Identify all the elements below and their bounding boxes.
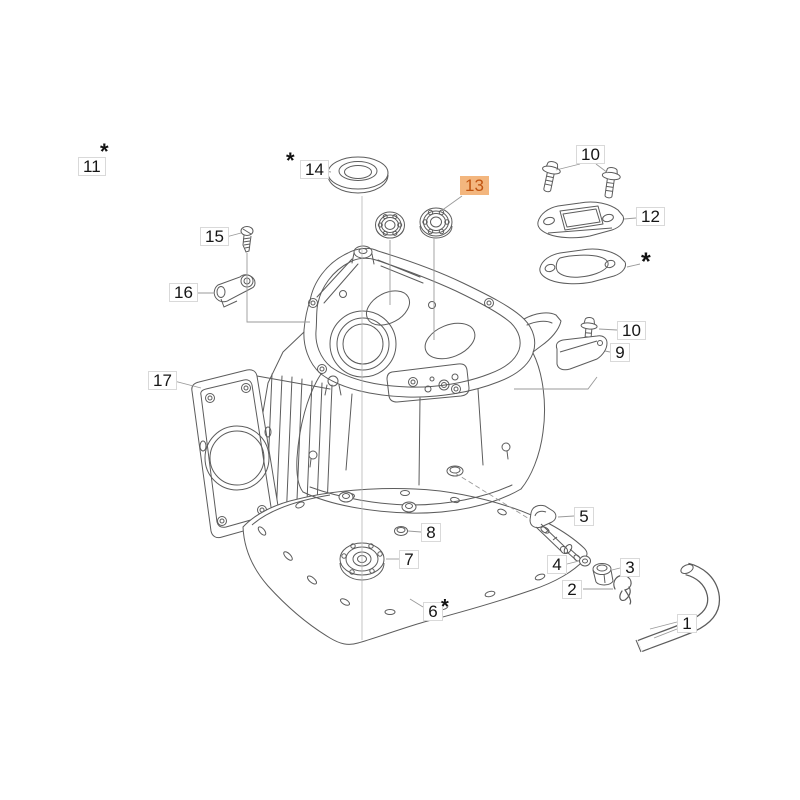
crankcase-top-flange [303, 245, 562, 403]
flange-bolt-a [542, 161, 561, 193]
flange-bolt-c [580, 317, 598, 345]
screw-part [240, 226, 254, 253]
callout-11[interactable]: 11 [78, 157, 106, 176]
oil-seal-part [327, 156, 389, 194]
rod-washer-part [566, 548, 591, 567]
asterisk-marker-11: * [100, 139, 109, 164]
bushing-part [592, 563, 614, 586]
gasket-star-part [539, 248, 626, 285]
callout-15[interactable]: 15 [200, 227, 229, 246]
callout-2[interactable]: 2 [562, 580, 582, 599]
callout-5[interactable]: 5 [574, 507, 594, 526]
callout-6[interactable]: 6 [423, 602, 443, 621]
leader-lines [173, 163, 678, 639]
dipstick-part [529, 504, 569, 555]
callout-10-right[interactable]: 10 [617, 321, 646, 340]
crankcase-body [262, 331, 545, 493]
callout-4[interactable]: 4 [547, 555, 567, 574]
asterisk-marker-14: * [286, 148, 295, 173]
drain-plug-part [394, 526, 408, 536]
callout-17[interactable]: 17 [148, 371, 177, 390]
callout-9[interactable]: 9 [610, 343, 630, 362]
flange-bolt-b [601, 167, 621, 199]
callout-8[interactable]: 8 [421, 523, 441, 542]
cotter-pin-part [613, 574, 632, 605]
callout-7[interactable]: 7 [399, 550, 419, 569]
callout-10-top[interactable]: 10 [576, 145, 605, 164]
breather-tube-part [635, 562, 721, 653]
asterisk-marker-6: * [441, 596, 449, 618]
callout-14[interactable]: 14 [300, 160, 329, 179]
bearing-13-part [419, 207, 453, 239]
asterisk-marker-gasket: * [641, 248, 651, 276]
callout-16[interactable]: 16 [169, 283, 198, 302]
bearing-small-part [375, 211, 405, 239]
callout-1[interactable]: 1 [677, 614, 697, 633]
callout-13[interactable]: 13 [460, 176, 489, 195]
bracket-part [213, 274, 256, 308]
callout-3[interactable]: 3 [620, 558, 640, 577]
callout-12[interactable]: 12 [636, 207, 665, 226]
crankcase-sump-flange [302, 484, 522, 514]
deflector-plate-part [555, 335, 608, 371]
cover-plate-part [537, 201, 624, 239]
